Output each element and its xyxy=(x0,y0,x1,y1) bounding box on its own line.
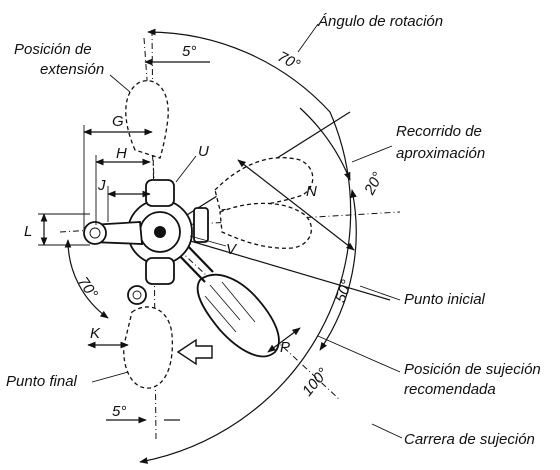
angle-50: 50° xyxy=(332,278,356,305)
label-posicion-extension-2: extensión xyxy=(40,61,104,78)
leader-posicion-sujecion xyxy=(317,335,401,373)
leader-extension xyxy=(109,74,131,93)
handle-extension-ghost xyxy=(125,80,169,159)
angle-5-top: 5° xyxy=(182,43,196,60)
spindle-nut-core xyxy=(89,227,101,239)
leader-punto-inicial xyxy=(359,285,401,301)
dim-n xyxy=(237,159,355,251)
label-posicion-sujecion-2: recomendada xyxy=(404,381,496,398)
leader-u xyxy=(175,155,197,183)
dim-label-v: V xyxy=(226,241,238,258)
label-recorrido-2: aproximación xyxy=(396,145,485,162)
leader-punto-final xyxy=(91,371,129,383)
angle-5-bottom: 5° xyxy=(112,403,126,420)
clamp-upper-block xyxy=(145,179,175,207)
label-posicion-sujecion-1: Posición de sujeción xyxy=(404,361,541,378)
dim-label-p: P xyxy=(280,339,290,356)
clamp-pivot-core xyxy=(154,226,166,238)
label-angulo-rotacion: Ángulo de rotación xyxy=(317,13,443,30)
label-punto-inicial: Punto inicial xyxy=(404,291,486,308)
clamp-lower-block xyxy=(145,257,175,285)
clamp-arc-50 xyxy=(319,189,357,351)
movement-arrow xyxy=(176,338,213,366)
lower-nut-core xyxy=(132,290,142,300)
leader-carrera xyxy=(371,423,403,439)
handle-clamped xyxy=(196,273,280,358)
label-posicion-extension-1: Posición de xyxy=(14,41,92,58)
dim-label-j: J xyxy=(97,177,106,194)
dim-label-u: U xyxy=(198,143,209,160)
dim-label-h: H xyxy=(116,145,127,162)
handle-hatch-2 xyxy=(221,281,256,323)
angle-20: 20° xyxy=(361,170,387,199)
dim-label-k: K xyxy=(90,325,101,342)
handle-hatch-3 xyxy=(204,295,237,333)
handle-hatch-1 xyxy=(209,284,241,321)
left-70-arc xyxy=(64,239,109,319)
spindle-nut xyxy=(83,221,107,245)
dim-label-g: G xyxy=(112,113,124,130)
label-recorrido-1: Recorrido de xyxy=(396,123,482,140)
handle-final-ghost xyxy=(123,306,174,389)
handle-approach-ghost xyxy=(214,156,314,211)
leader-recorrido xyxy=(351,145,393,163)
angle-100: 100° xyxy=(299,365,332,400)
clamp-axis-line xyxy=(159,231,341,401)
leader-angulo xyxy=(297,23,319,53)
leader-v xyxy=(189,235,227,247)
lower-nut xyxy=(127,285,147,305)
initial-axis-line xyxy=(159,231,391,301)
label-punto-final: Punto final xyxy=(6,373,78,390)
dim-p xyxy=(267,327,301,353)
dim-label-n: N xyxy=(306,183,317,200)
label-carrera-sujecion: Carrera de sujeción xyxy=(404,431,535,448)
stop-plate xyxy=(193,207,209,243)
angle-70-left: 70° xyxy=(74,274,101,302)
dim-label-l: L xyxy=(24,223,32,240)
